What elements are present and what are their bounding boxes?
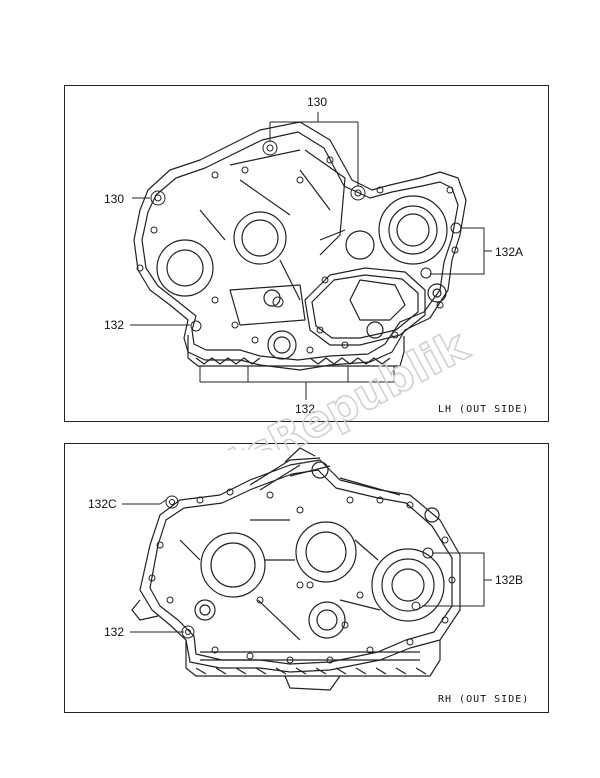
callout-132b: 132B — [495, 573, 524, 587]
rh-crankcase-drawing-overlay — [131, 447, 461, 691]
lh-leader-lines-overlay — [130, 112, 492, 400]
rh-side-label: RH (OUT SIDE) — [438, 694, 530, 705]
rh-panel — [64, 443, 549, 713]
rh-leader-lines-overlay — [122, 499, 492, 633]
callout-132a: 132A — [495, 245, 524, 259]
lh-crankcase-drawing-overlay — [133, 121, 467, 371]
callout-132-bottom-lh: 132 — [295, 402, 316, 416]
callout-130-left: 130 — [104, 192, 125, 206]
lh-side-label: LH (OUT SIDE) — [438, 404, 530, 415]
callout-132-left-rh: 132 — [104, 625, 125, 639]
callout-130-top: 130 — [307, 95, 328, 109]
callout-132c: 132C — [88, 497, 117, 511]
callout-132-left-lh: 132 — [104, 318, 125, 332]
